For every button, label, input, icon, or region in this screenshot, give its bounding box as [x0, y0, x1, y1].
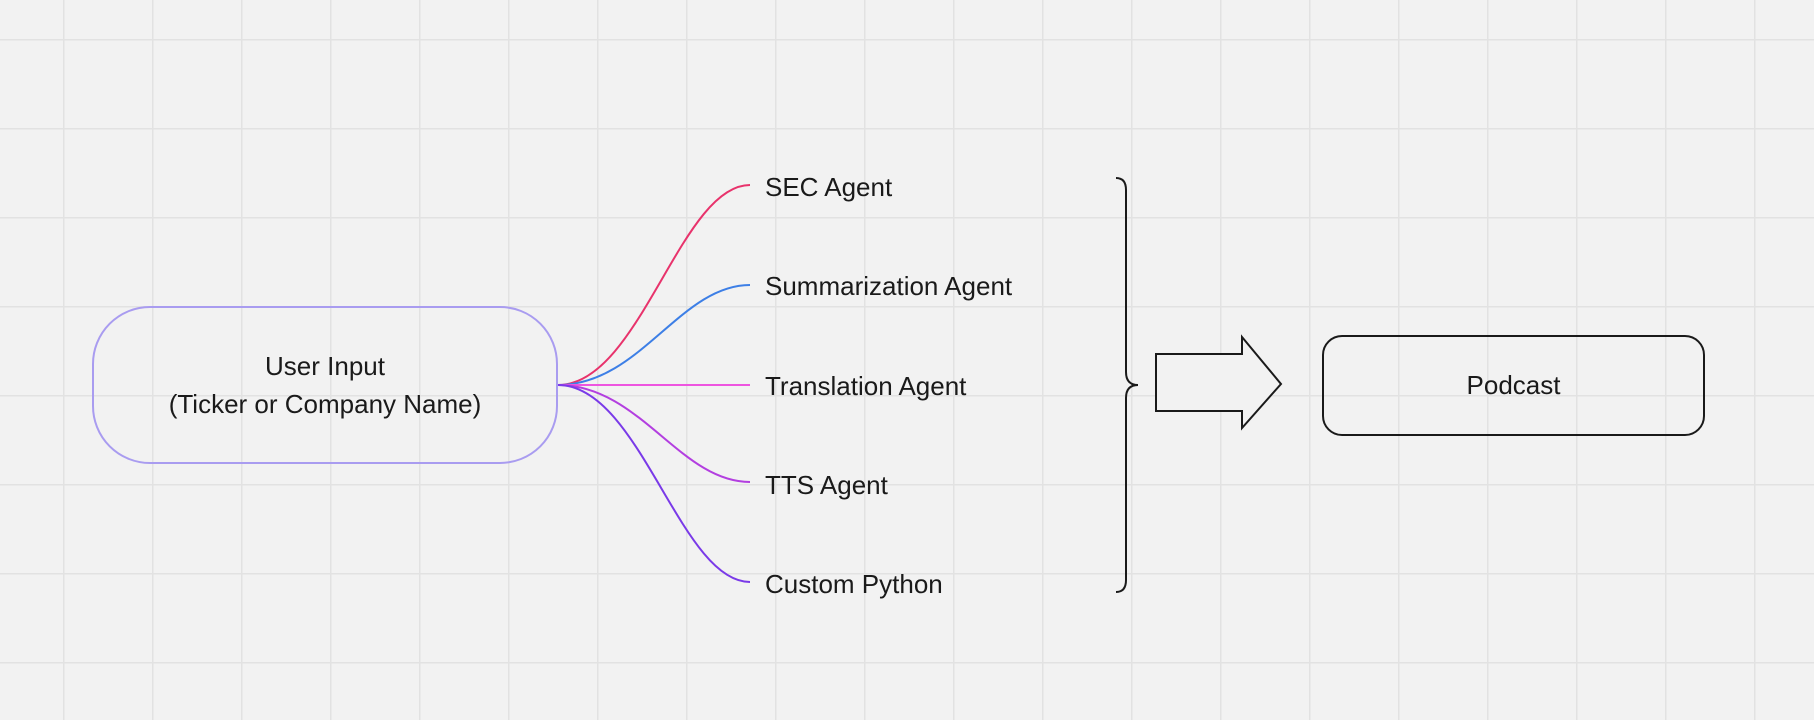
branch-label-custom-python[interactable]: Custom Python	[765, 569, 943, 599]
branch-label-tts-agent[interactable]: TTS Agent	[765, 470, 888, 500]
podcast-node[interactable]: Podcast	[1322, 335, 1705, 436]
branch-connector-sec-agent	[557, 184, 751, 386]
branch-connector-tts-agent	[557, 384, 751, 483]
branch-label-sec-agent[interactable]: SEC Agent	[765, 172, 893, 202]
branch-label-translation-agent[interactable]: Translation Agent	[765, 371, 967, 401]
branch-label-summarization-agent[interactable]: Summarization Agent	[765, 271, 1013, 301]
user-input-title: User Input	[265, 351, 385, 381]
user-input-node[interactable]: User Input (Ticker or Company Name)	[92, 306, 558, 464]
right-arrow-icon	[1155, 334, 1283, 431]
podcast-label: Podcast	[1466, 370, 1561, 400]
user-input-subtitle: (Ticker or Company Name)	[168, 389, 482, 419]
right-curly-brace-icon	[1115, 177, 1139, 593]
branch-connector-summarization-agent	[557, 284, 751, 386]
branch-connector-custom-python	[557, 384, 751, 583]
